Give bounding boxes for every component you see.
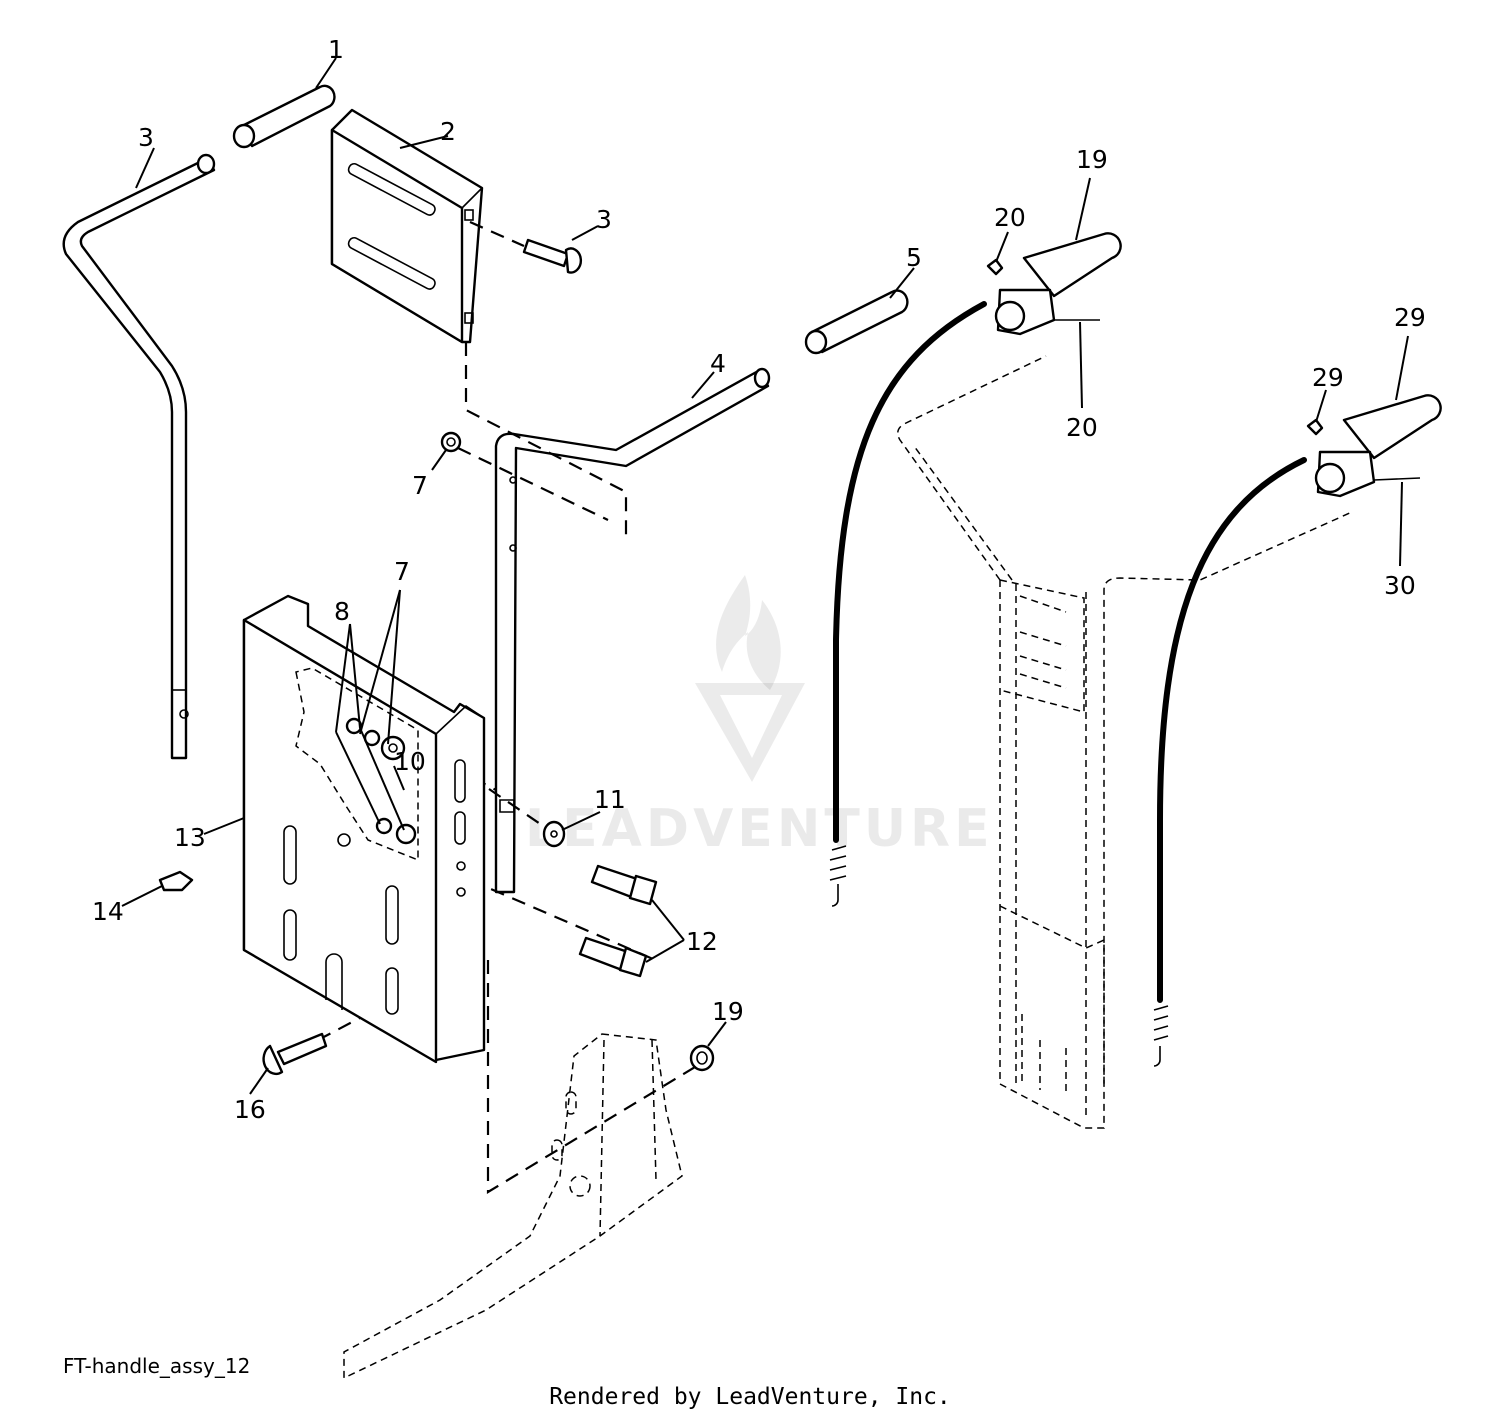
part-14-mounting-plate [242,594,486,1064]
part-1-bracket-plate [330,108,484,344]
callout-11: 8 [334,597,350,626]
callout-1: 2 [440,117,456,146]
part-10-11-washers-nuts [345,717,417,845]
part-13-carriage-bolt [262,1032,328,1076]
callout-7-right: 11 [594,785,626,814]
watermark-text: LEADVENTURE [525,799,994,859]
part-30-clip [158,870,194,892]
callout-20-lower: 30 [1384,571,1416,600]
part-12-nut [689,1044,715,1072]
callout-4: 4 [710,349,726,378]
callout-13: 16 [234,1095,266,1124]
callout-2: 3 [596,205,612,234]
callout-29-lower: 29 [1312,363,1344,392]
callout-14: 13 [174,823,206,852]
callout-19-lower: 29 [1394,303,1426,332]
leadventure-watermark: LEADVENTURE [525,575,994,859]
callout-12: 19 [712,997,744,1026]
callout-19-upper: 19 [1076,145,1108,174]
callout-3-right: 5 [906,243,922,272]
rendered-by-credit: Rendered by LeadVenture, Inc. [549,1384,951,1410]
part-2-bolt [469,220,583,274]
callout-29-upper: 20 [994,203,1026,232]
part-7-washer [542,820,566,848]
callout-16: 3 [138,123,154,152]
cable-right [1157,457,1307,1003]
callout-3-top: 1 [328,35,344,64]
leader-lines [121,57,1409,1095]
cables [829,301,1307,1067]
image-code: FT-handle_assy_12 [63,1354,251,1378]
part-3-grip-right [804,289,909,355]
part-16-handle-bar [62,153,216,760]
part-3-grip-top [232,84,336,149]
callout-7-left: 10 [394,747,426,776]
callout-8: 12 [686,927,718,956]
part-5-nut [440,431,462,453]
callout-5: 7 [412,471,428,500]
callout-30: 14 [92,897,124,926]
callout-10: 7 [394,557,410,586]
callout-labels: 1 2 3 3 4 5 7 7 8 10 11 12 13 14 16 19 1… [92,35,1426,1124]
callout-20-upper: 20 [1066,413,1098,442]
cable-left [833,301,987,843]
part-8-bolts [578,864,658,978]
part-19-control-lever-lower [1306,394,1442,498]
phantom-frame [343,1033,683,1380]
part-19-control-lever-upper [986,232,1122,336]
phantom-handle [897,355,1353,1129]
